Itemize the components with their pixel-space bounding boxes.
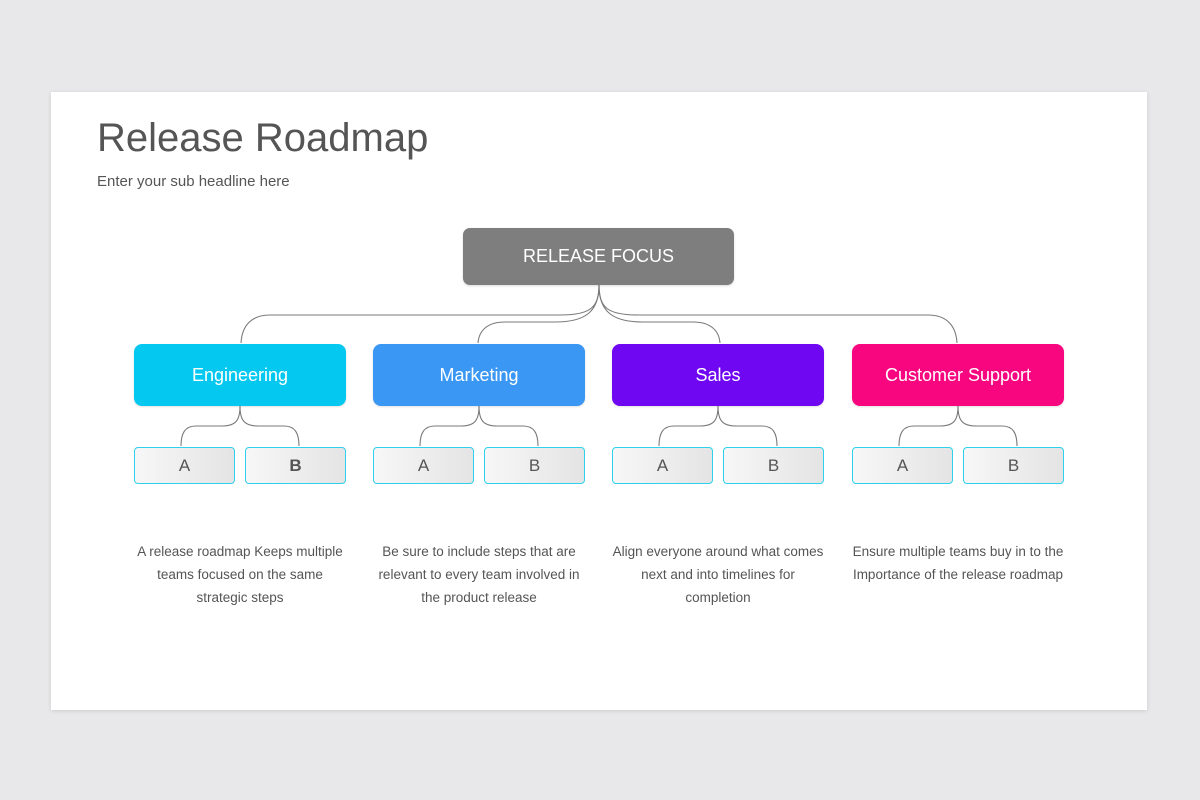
engineering-label: Engineering <box>191 364 289 385</box>
engineering-node: Engineering <box>134 344 346 406</box>
sales-label: Sales <box>695 364 741 385</box>
engineering-sub-a: A <box>134 447 235 484</box>
connector-sales-subs <box>658 405 778 447</box>
connector-root-sales <box>598 284 721 344</box>
sales-sub-b: B <box>723 447 824 484</box>
connector-root-engineering <box>240 284 600 344</box>
page-title: Release Roadmap <box>97 116 429 160</box>
release-focus-node: RELEASE FOCUS <box>463 228 734 285</box>
sub-node-label: A <box>178 455 191 475</box>
customer-support-description: Ensure multiple teams buy in to the Impo… <box>852 544 1064 582</box>
marketing-label: Marketing <box>439 364 519 385</box>
release-focus-label: RELEASE FOCUS <box>522 246 675 266</box>
sales-description: Align everyone around what comes next an… <box>612 544 824 605</box>
connector-engineering-subs <box>180 405 300 447</box>
sub-node-label: B <box>1007 455 1020 475</box>
sub-node-label: B <box>528 455 541 475</box>
page-subtitle: Enter your sub headline here <box>97 173 290 190</box>
sales-node: Sales <box>612 344 824 406</box>
customer-support-label: Customer Support <box>884 364 1032 385</box>
marketing-node: Marketing <box>373 344 585 406</box>
connector-customer-support-subs <box>898 405 1018 447</box>
customer-support-node: Customer Support <box>852 344 1064 406</box>
sub-node-label: A <box>896 455 909 475</box>
sub-node-label: A <box>656 455 669 475</box>
marketing-sub-a: A <box>373 447 474 484</box>
engineering-description: A release roadmap Keeps multiple teams f… <box>137 544 343 605</box>
connector-root-marketing <box>477 284 600 344</box>
customer-support-sub-b: B <box>963 447 1064 484</box>
sub-node-label: A <box>417 455 430 475</box>
marketing-sub-b: B <box>484 447 585 484</box>
connector-root-customer-support <box>598 284 958 344</box>
marketing-description: Be sure to include steps that are releva… <box>378 544 580 605</box>
engineering-sub-b: B <box>245 447 346 484</box>
sub-node-label: B <box>767 455 780 475</box>
sales-sub-a: A <box>612 447 713 484</box>
sub-node-label: B <box>289 455 302 475</box>
connector-marketing-subs <box>419 405 539 447</box>
customer-support-sub-a: A <box>852 447 953 484</box>
